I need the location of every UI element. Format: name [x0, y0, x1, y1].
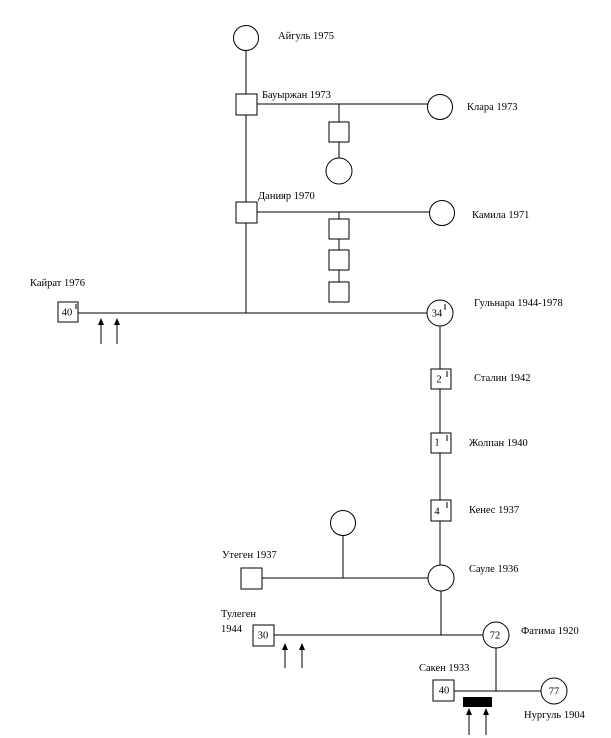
parent-circle: [330, 510, 356, 536]
label-zholpan: Жолпан 1940: [469, 438, 528, 449]
label-stalin: Сталин 1942: [474, 373, 530, 384]
arrow-up-icon: [114, 318, 120, 344]
arrow-up-icon: [282, 643, 288, 668]
label-saule: Сауле 1936: [469, 564, 518, 575]
label-klara: Клара 1973: [467, 102, 517, 113]
person-saule-circle: [427, 564, 455, 592]
black-bar: [463, 697, 492, 707]
person-utegen-square: [240, 567, 263, 590]
label-daniyar: Данияр 1970: [258, 191, 315, 202]
person-gulnara-circle: [426, 299, 454, 327]
label-utegen: Утеген 1937: [222, 550, 277, 561]
person-klara-circle: [427, 94, 453, 120]
person-kenes-square: [430, 499, 452, 522]
person-tulegen-square: [252, 624, 275, 647]
label-kamila: Камила 1971: [472, 210, 529, 221]
connection-lines: [78, 50, 542, 692]
label-bauyrzhan: Бауыржан 1973: [262, 90, 331, 101]
person-daniyar-square: [235, 201, 258, 224]
number-zholpan: 1: [434, 438, 439, 449]
number-tulegen: 30: [258, 631, 269, 642]
arrows: [98, 318, 489, 735]
label-kenes: Кенес 1937: [469, 505, 519, 516]
person-stalin-square: [430, 368, 452, 390]
child-square: [328, 218, 350, 240]
label-aigul: Айгуль 1975: [278, 31, 334, 42]
child-circle: [325, 157, 353, 185]
label-tulegen-name: Тулеген: [221, 609, 256, 620]
number-saken: 40: [439, 686, 450, 697]
arrow-up-icon: [299, 643, 305, 668]
number-gulnara: 34: [432, 309, 443, 320]
person-saken-square: [432, 679, 455, 702]
number-stalin: 2: [436, 375, 441, 386]
label-saken: Сакен 1933: [419, 663, 469, 674]
label-tulegen-year: 1944: [221, 624, 243, 635]
label-kairat: Кайрат 1976: [30, 278, 85, 289]
number-nurgul: 77: [549, 687, 560, 698]
person-kairat-square: [57, 301, 79, 323]
label-gulnara: Гульнара 1944-1978: [474, 298, 563, 309]
arrow-up-icon: [98, 318, 104, 344]
person-kamila-circle: [429, 200, 455, 226]
child-square: [328, 281, 350, 303]
label-nurgul: Нургуль 1904: [524, 710, 586, 721]
person-nurgul-circle: [540, 677, 568, 705]
number-fatima: 72: [490, 631, 501, 642]
child-square: [328, 249, 350, 271]
label-fatima: Фатима 1920: [521, 626, 579, 637]
person-aigul-circle: [233, 25, 259, 51]
arrow-up-icon: [466, 708, 472, 735]
person-bauyrzhan-square: [235, 93, 258, 116]
person-zholpan-square: [430, 432, 452, 454]
number-kenes: 4: [434, 507, 440, 518]
number-kairat: 40: [62, 308, 73, 319]
child-square: [328, 121, 350, 143]
person-fatima-circle: [482, 621, 510, 649]
arrow-up-icon: [483, 708, 489, 735]
